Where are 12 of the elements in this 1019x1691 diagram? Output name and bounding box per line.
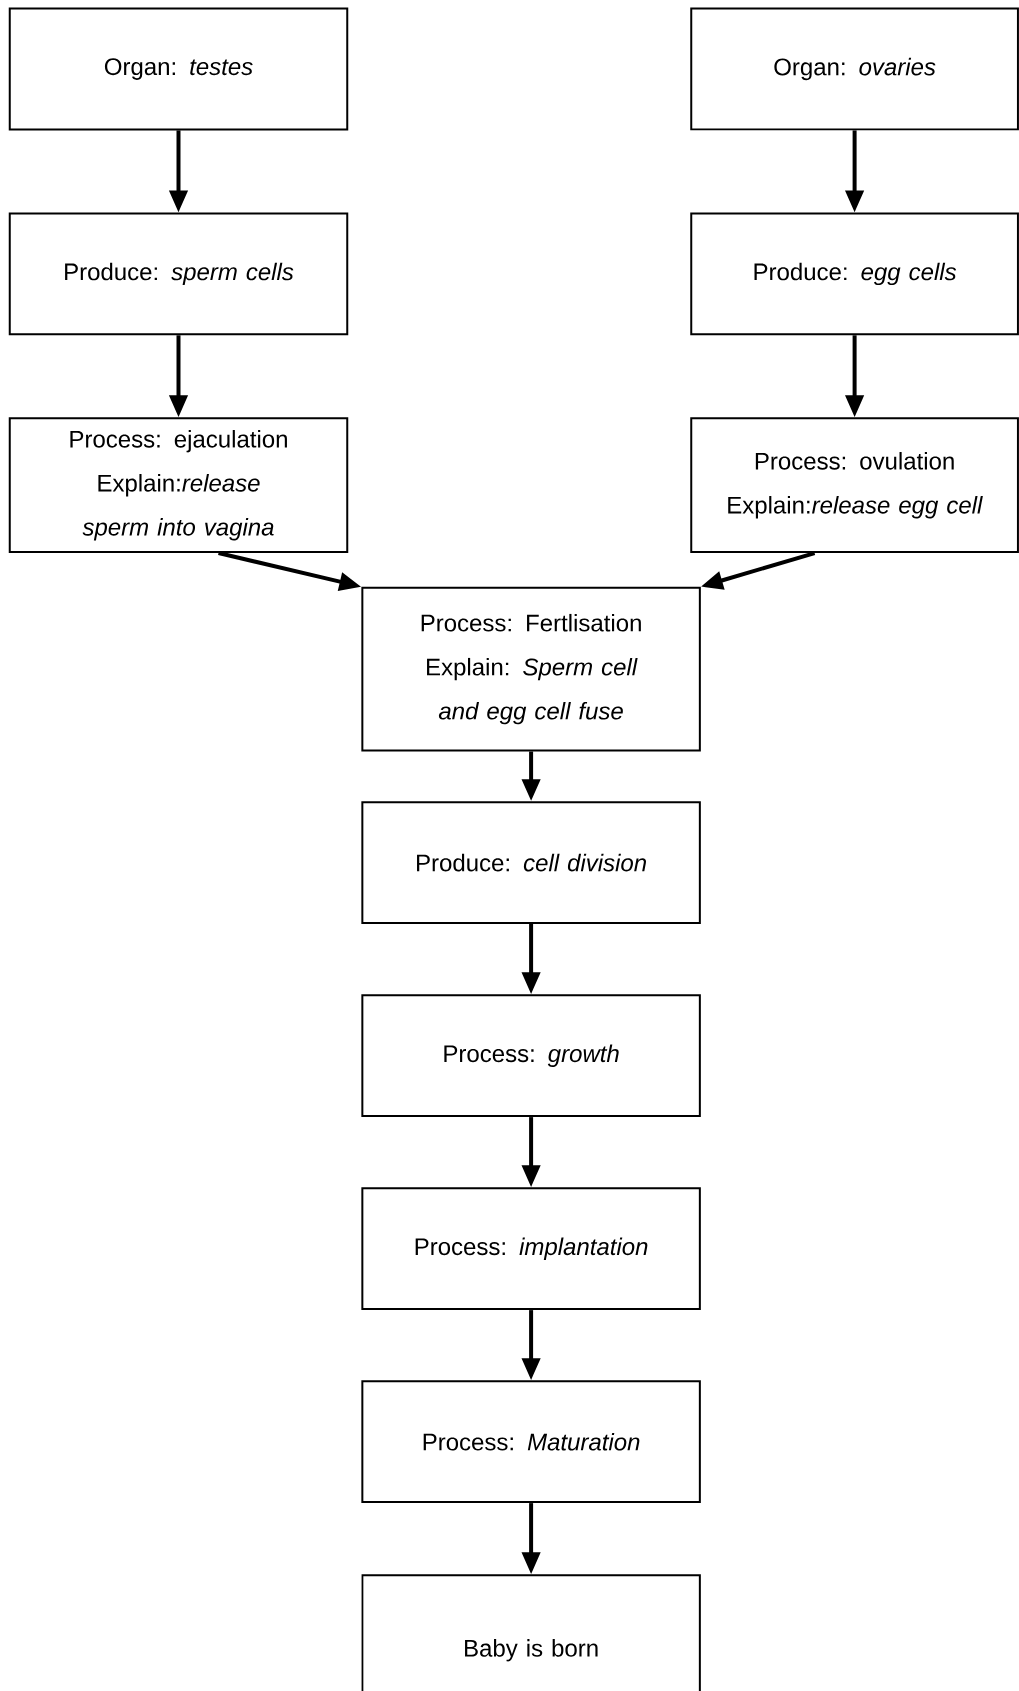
process-box: Process: Maturation: [361, 1380, 701, 1504]
process-box: Process: implantation: [361, 1187, 701, 1311]
process-box: Process: growth: [361, 994, 701, 1118]
process-box: Process: Fertlisation Explain: Sperm cell and egg cell fuse: [361, 586, 701, 752]
process-box: Process: ovulation Explain:release egg cell: [690, 417, 1019, 554]
process-box: Organ: ovaries: [690, 7, 1019, 131]
process-box: Baby is born: [361, 1574, 701, 1691]
process-box: Organ: testes: [8, 7, 349, 131]
process-box: Produce: cell division: [361, 801, 701, 924]
process-box: Produce: egg cells: [690, 212, 1019, 336]
process-box: Produce: sperm cells: [8, 212, 349, 336]
process-box: Process: ejaculation Explain:release sperm into vagina: [8, 417, 349, 554]
